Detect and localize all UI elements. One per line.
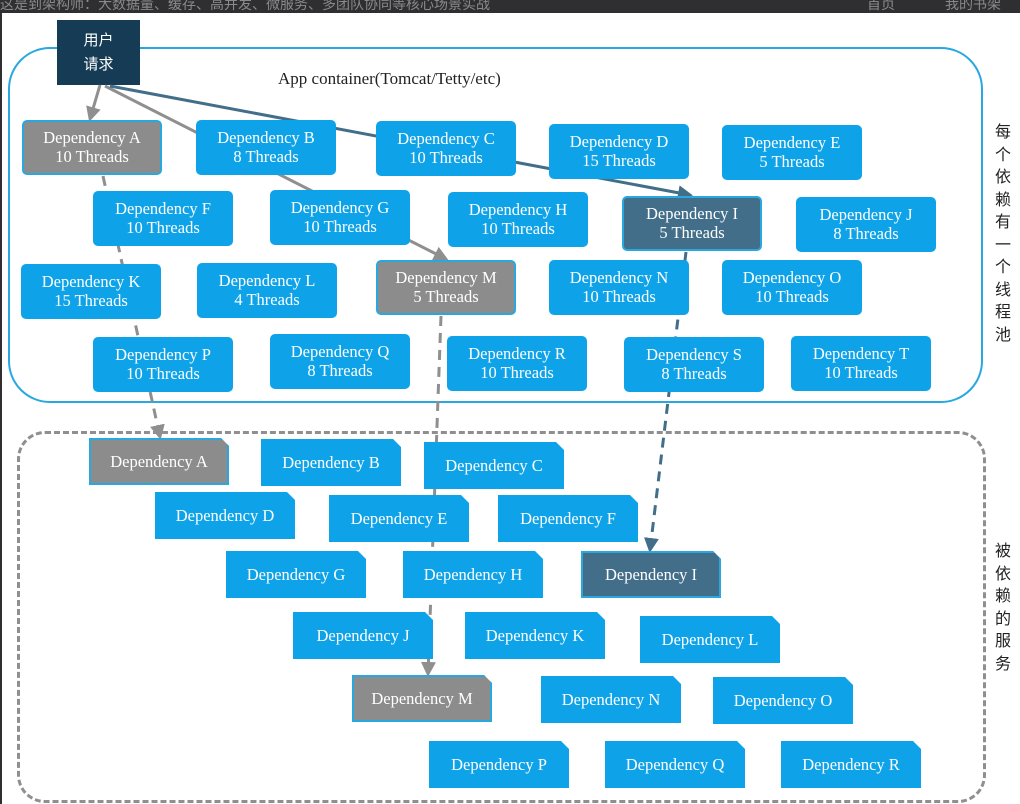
pool-threads: 8 Threads — [233, 147, 299, 166]
service-a: Dependency A — [89, 438, 229, 485]
service-d: Dependency D — [155, 492, 295, 539]
pool-name: Dependency T — [812, 344, 910, 363]
pool-name: Dependency D — [569, 132, 669, 151]
pool-threads: 8 Threads — [833, 224, 899, 243]
user-request-line-2: 请求 — [83, 55, 114, 73]
nav-bookshelf-link[interactable]: 我的书架 — [945, 0, 1001, 12]
pool-threads: 10 Threads — [126, 218, 200, 237]
pool-name: Dependency J — [819, 205, 913, 224]
pool-name: Dependency O — [742, 268, 842, 287]
service-n: Dependency N — [541, 676, 681, 723]
pool-threads: 10 Threads — [126, 364, 200, 383]
pool-name: Dependency G — [290, 198, 390, 217]
window-edge — [0, 13, 2, 804]
service-k: Dependency K — [465, 612, 605, 659]
pool-threads: 10 Threads — [409, 148, 483, 167]
app-container-title: App container(Tomcat/Tetty/etc) — [278, 69, 501, 88]
pool-name: Dependency R — [468, 344, 566, 363]
pool-threads: 15 Threads — [582, 151, 656, 170]
service-m: Dependency M — [352, 675, 492, 722]
pool-name: Dependency L — [218, 271, 316, 290]
pool-threads: 4 Threads — [234, 290, 300, 309]
service-e: Dependency E — [329, 495, 469, 542]
service-c: Dependency C — [424, 442, 564, 489]
pool-threads: 15 Threads — [54, 291, 128, 310]
service-r: Dependency R — [781, 741, 921, 788]
nav-home-link[interactable]: 首页 — [867, 0, 895, 12]
pool-name: Dependency B — [217, 128, 315, 147]
service-g: Dependency G — [226, 551, 366, 598]
services-container — [17, 431, 986, 803]
pool-name: Dependency H — [468, 200, 568, 219]
pool-name: Dependency I — [645, 204, 739, 223]
pool-threads: 10 Threads — [582, 287, 656, 306]
pool-threads: 10 Threads — [755, 287, 829, 306]
pool-name: Dependency N — [569, 268, 669, 287]
pool-threads: 8 Threads — [307, 361, 373, 380]
pool-name: Dependency E — [743, 133, 841, 152]
service-i: Dependency I — [581, 551, 721, 598]
service-l: Dependency L — [640, 616, 780, 663]
pool-threads: 5 Threads — [759, 152, 825, 171]
pool-threads: 5 Threads — [659, 223, 725, 242]
service-p: Dependency P — [429, 741, 569, 788]
service-q: Dependency Q — [605, 741, 745, 788]
pool-name: Dependency M — [395, 268, 497, 287]
pool-name: Dependency Q — [290, 342, 390, 361]
pool-name: Dependency A — [43, 128, 141, 147]
service-o: Dependency O — [713, 677, 853, 724]
side-label-pools: 每个依赖有一个线程池 — [994, 122, 1011, 344]
pool-threads: 10 Threads — [55, 147, 129, 166]
top-bar-title: 这是到架构师：大数据量、缓存、高并发、微服务、多团队协同等核心场景实战 — [0, 0, 490, 12]
pool-name: Dependency K — [41, 272, 141, 291]
pool-threads: 10 Threads — [303, 217, 377, 236]
service-f: Dependency F — [498, 495, 638, 542]
pool-name: Dependency S — [646, 345, 742, 364]
service-j: Dependency J — [293, 612, 433, 659]
service-h: Dependency H — [403, 551, 543, 598]
pool-name: Dependency C — [397, 129, 495, 148]
pool-name: Dependency P — [115, 345, 211, 364]
pool-threads: 8 Threads — [661, 364, 727, 383]
pool-name: Dependency F — [115, 199, 211, 218]
top-bar: 这是到架构师：大数据量、缓存、高并发、微服务、多团队协同等核心场景实战 首页 我… — [0, 0, 1020, 13]
app-container — [8, 47, 983, 403]
user-request: 用户 请求 — [57, 20, 140, 85]
pool-threads: 10 Threads — [480, 363, 554, 382]
side-label-services: 被依赖的服务 — [994, 541, 1011, 673]
pool-threads: 10 Threads — [824, 363, 898, 382]
user-request-line-1: 用户 — [83, 31, 114, 49]
pool-threads: 5 Threads — [413, 287, 479, 306]
service-b: Dependency B — [261, 439, 401, 486]
pool-threads: 10 Threads — [481, 219, 555, 238]
